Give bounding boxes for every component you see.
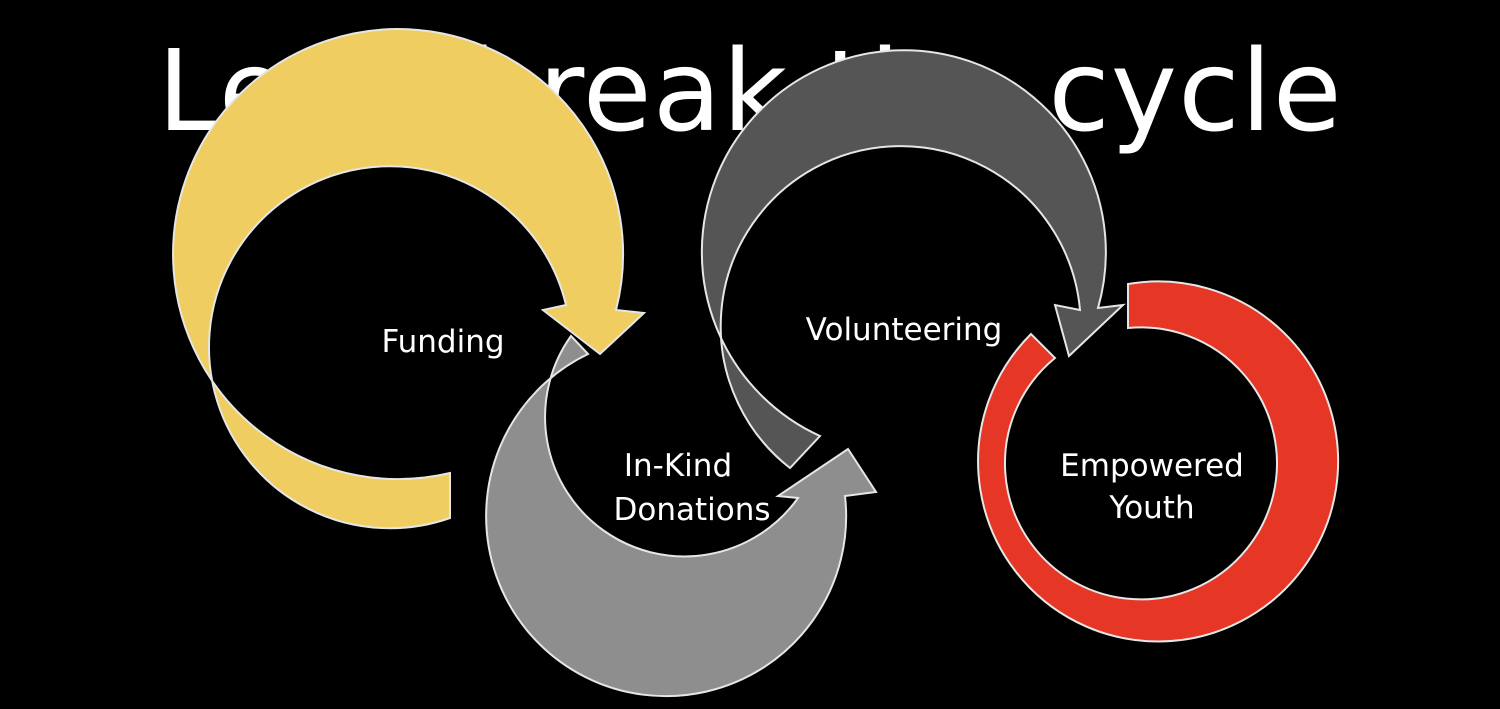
in-kind-label: In-Kind	[624, 448, 732, 484]
volunteering-label: Volunteering	[806, 312, 1003, 348]
funding-arrow	[172, 28, 647, 530]
youth-label: Youth	[1108, 490, 1194, 526]
volunteering-arrow	[700, 49, 1126, 470]
in-kind-donations-arrow	[485, 334, 878, 698]
donations-label: Donations	[613, 492, 770, 528]
empowered-youth-ring	[977, 280, 1340, 643]
funding-label: Funding	[381, 324, 504, 360]
empowered-label: Empowered	[1060, 448, 1244, 484]
